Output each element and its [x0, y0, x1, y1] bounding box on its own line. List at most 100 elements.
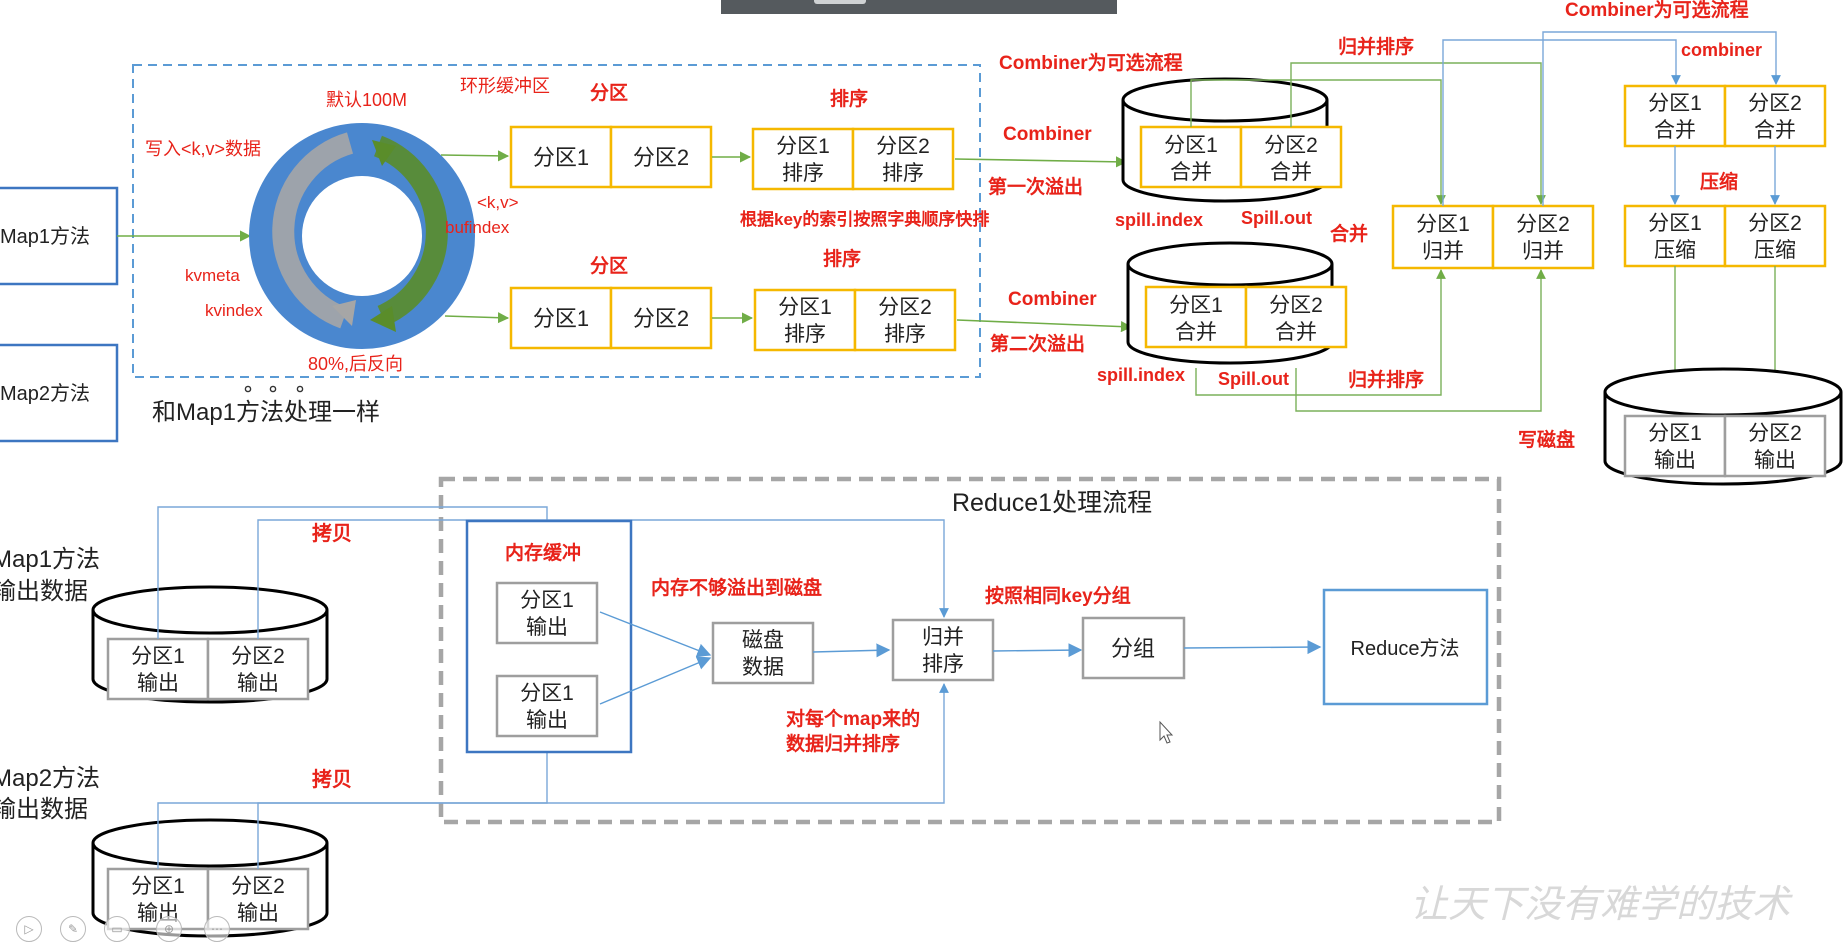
merge-cell-label: 合并 [1754, 119, 1796, 142]
final-merge-row: 分区1 合并 分区2 合并 [1623, 84, 1827, 148]
memory-output-1: 分区1 输出 [495, 581, 599, 645]
ring-kvindex: kvindex [205, 301, 263, 320]
map2-method-label: Map2方法 [0, 382, 90, 405]
sort-row-2: 分区1 排序 分区2 排序 [753, 288, 957, 352]
memory-buffer-label: 内存缓冲 [505, 541, 581, 564]
merge-row: 分区1 归并 分区2 归并 [1391, 204, 1595, 270]
per-map-label-a: 对每个map来的 [786, 707, 920, 730]
merge-sort-label-top: 归并排序 [1338, 35, 1414, 58]
ring-bufindex: bufindex [445, 218, 510, 237]
merge-cell-label: 合并 [1275, 321, 1317, 344]
spill-disk-2: 分区1 合并 分区2 合并 [1126, 241, 1348, 365]
spill-out-label-1: Spill.out [1241, 208, 1312, 228]
combiner-optional-label-2: Combiner为可选流程 [1565, 0, 1749, 21]
group-box: 分组 [1081, 616, 1186, 680]
mouse-cursor-icon [1159, 720, 1174, 744]
sort-cell-label: 分区1 [776, 135, 830, 158]
merge-cell-label: 归并 [1422, 240, 1464, 263]
per-map-label-b: 数据归并排序 [786, 732, 900, 755]
merge-cell-label: 合并 [1654, 119, 1696, 142]
map2-output-title-b: 输出数据 [0, 796, 88, 823]
reduce-method-box[interactable]: Reduce方法 [1322, 588, 1489, 706]
screen-icon[interactable]: ▭ [104, 916, 130, 942]
zoom-icon[interactable]: ⊕ [156, 916, 182, 942]
partition-label-bottom: 分区 [590, 255, 628, 277]
menu-icon[interactable]: ⋯ [204, 916, 230, 942]
partition-label-top: 分区 [590, 82, 628, 104]
output-cell-label: 输出 [1754, 449, 1796, 472]
merge-label: 合并 [1330, 222, 1368, 245]
output-cell-label: 输出 [237, 672, 279, 695]
map-output-disk: 分区1 输出 分区2 输出 [1603, 367, 1843, 486]
second-spill-label: 第二次溢出 [990, 332, 1085, 355]
sort-cell-label: 排序 [782, 162, 824, 185]
output-cell-label: 分区2 [1748, 422, 1802, 445]
spill-to-disk-label: 内存不够溢出到磁盘 [651, 576, 822, 599]
ring-buffer-title: 环形缓冲区 [460, 76, 550, 96]
ring-default-size: 默认100M [326, 90, 407, 110]
map2-method-box[interactable] [0, 343, 119, 443]
sort-row-1: 分区1 排序 分区2 排序 [751, 127, 955, 191]
window-top-tab[interactable] [814, 0, 866, 4]
combiner-label-1: Combiner [1003, 124, 1092, 145]
output-cell-label: 分区1 [1648, 422, 1702, 445]
disk-data-label: 数据 [742, 656, 784, 679]
sort-cell-label: 排序 [884, 323, 926, 346]
output-cell-label: 输出 [526, 616, 568, 639]
reduce-process-region [438, 476, 1502, 825]
merge-cell-label: 合并 [1270, 161, 1312, 184]
output-cell-label: 分区1 [520, 589, 574, 612]
merge-sort-label-bottom: 归并排序 [1348, 368, 1424, 391]
compress-cell-label: 压缩 [1654, 239, 1696, 262]
map1-method-box[interactable] [0, 186, 119, 286]
merge-cell-label: 分区2 [1516, 213, 1570, 236]
map2-output-title-a: Map2方法 [0, 765, 100, 792]
ring-kvmeta: kvmeta [185, 266, 240, 285]
pen-icon[interactable]: ✎ [60, 916, 86, 942]
reduce-method-label: Reduce方法 [1351, 637, 1460, 660]
merge-sort-label: 归并 [922, 626, 964, 649]
map1-output-title-a: Map1方法 [0, 546, 100, 573]
map-buffer-region [132, 64, 981, 378]
merge-cell-label: 分区1 [1648, 92, 1702, 115]
partition-row-1: 分区1 分区2 [509, 125, 713, 189]
output-cell-label: 输出 [137, 672, 179, 695]
merge-cell-label: 合并 [1170, 161, 1212, 184]
sort-cell-label: 排序 [882, 162, 924, 185]
merge-cell-label: 分区2 [1748, 92, 1802, 115]
partition-row-2: 分区1 分区2 [509, 286, 713, 350]
map1-method-label: Map1方法 [0, 225, 90, 248]
spill-index-label-2: spill.index [1097, 365, 1185, 385]
disk-data-box: 磁盘 数据 [711, 621, 815, 685]
merge-cell-label: 合并 [1175, 321, 1217, 344]
copy-label-1: 拷贝 [312, 522, 352, 545]
map2-same-note: 和Map1方法处理一样 [152, 399, 380, 426]
reduce-process-title: Reduce1处理流程 [952, 489, 1152, 517]
output-cell-label: 分区1 [131, 645, 185, 668]
sort-label-top: 排序 [830, 87, 868, 110]
combiner-lower-label: combiner [1681, 40, 1762, 60]
watermark-text: 让天下没有难学的技术 [1410, 882, 1793, 926]
output-cell-label: 分区1 [520, 682, 574, 705]
ring-write-kv: 写入<k,v>数据 [145, 139, 261, 159]
write-disk-label: 写磁盘 [1518, 428, 1575, 451]
output-cell-label: 输出 [526, 709, 568, 732]
combiner-optional-label-1: Combiner为可选流程 [999, 51, 1183, 74]
spill-out-label-2: Spill.out [1218, 369, 1289, 389]
combiner-label-2: Combiner [1008, 289, 1097, 310]
compress-cell-label: 分区2 [1748, 212, 1802, 235]
copy-label-2: 拷贝 [312, 768, 352, 791]
play-icon[interactable]: ▷ [16, 916, 42, 942]
merge-cell-label: 分区1 [1169, 294, 1223, 317]
merge-sort-label: 排序 [922, 653, 964, 676]
compress-cell-label: 压缩 [1754, 239, 1796, 262]
sort-cell-label: 分区2 [878, 296, 932, 319]
compress-row: 分区1 压缩 分区2 压缩 [1623, 204, 1827, 268]
output-cell-label: 分区1 [131, 875, 185, 898]
sort-rule-label: 根据key的索引按照字典顺序快排 [740, 209, 989, 229]
output-cell-label: 分区2 [231, 645, 285, 668]
ring-kv-label: <k,v> [477, 193, 519, 212]
map1-output-disk: 分区1 输出 分区2 输出 [91, 585, 329, 704]
merge-cell-label: 归并 [1522, 240, 1564, 263]
output-cell-label: 输出 [1654, 449, 1696, 472]
